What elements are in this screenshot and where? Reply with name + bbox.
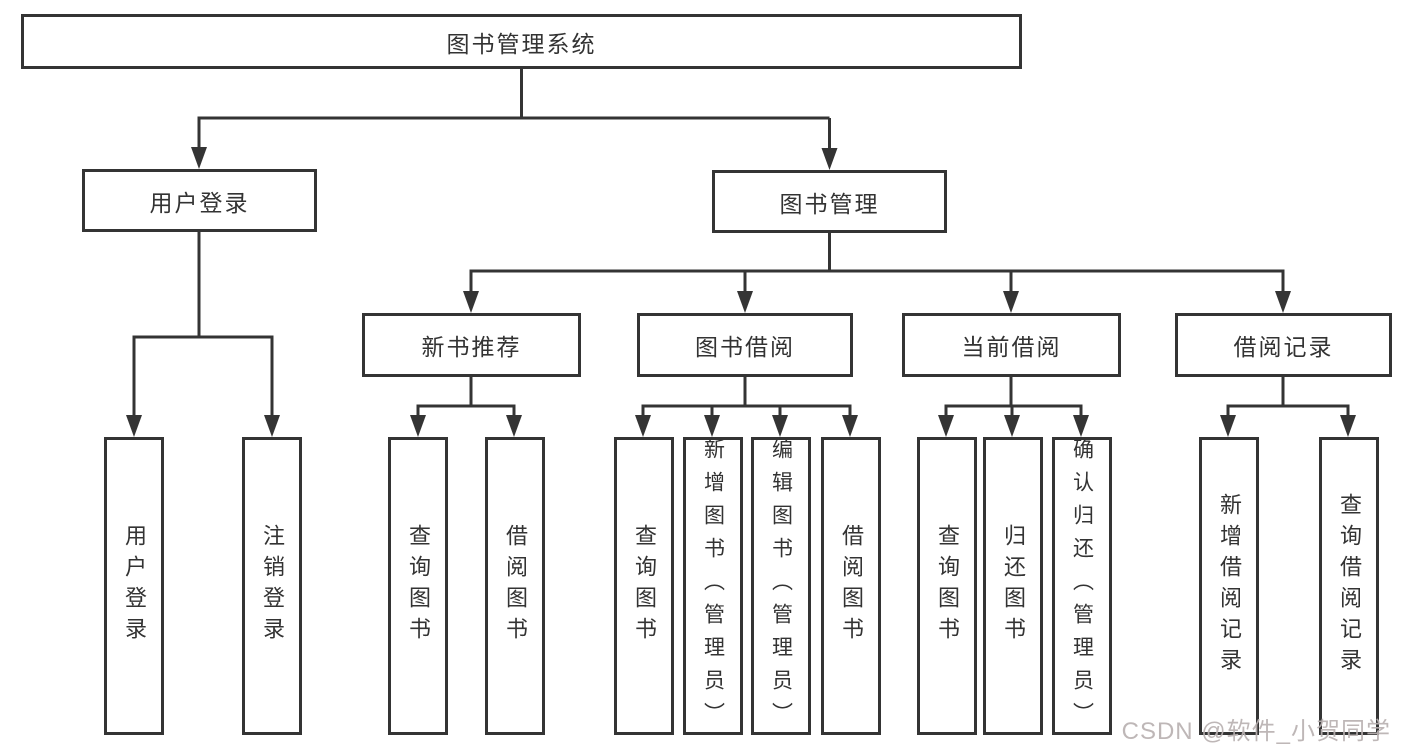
leaf-return-books: 归还图书 xyxy=(983,437,1043,735)
leaf-borrow-books: 借阅图书 xyxy=(821,437,881,735)
leaf-user-login-label: 用户登录 xyxy=(122,524,147,648)
leaf-edit-books-admin: 编辑图书（管理员） xyxy=(751,437,811,735)
leaf-add-borrow-record: 新增借阅记录 xyxy=(1199,437,1259,735)
node-book-management-label: 图书管理 xyxy=(779,190,880,217)
node-book-borrowing-label: 图书借阅 xyxy=(695,334,795,360)
leaf-query-books-borrowing-label: 查询图书 xyxy=(632,524,657,648)
node-root-label: 图书管理系统 xyxy=(446,30,597,57)
leaf-logout: 注销登录 xyxy=(242,437,302,735)
leaf-query-borrow-record: 查询借阅记录 xyxy=(1319,437,1379,735)
node-root: 图书管理系统 xyxy=(21,14,1022,69)
leaf-query-books-recommend: 查询图书 xyxy=(388,437,448,735)
leaf-add-borrow-record-label: 新增借阅记录 xyxy=(1217,493,1242,679)
edge-newbook-to-leaves xyxy=(416,377,516,417)
edge-userlogin-to-leaves xyxy=(132,232,274,416)
leaf-return-books-label: 归还图书 xyxy=(1001,524,1026,648)
edge-root-to-level2 xyxy=(197,69,831,149)
csdn-watermark: CSDN @软件_小贺同学 xyxy=(1121,718,1391,745)
node-new-book-recommend-label: 新书推荐 xyxy=(421,334,522,360)
node-borrow-records-label: 借阅记录 xyxy=(1233,334,1334,360)
node-new-book-recommend: 新书推荐 xyxy=(362,313,581,377)
node-user-login-label: 用户登录 xyxy=(149,189,250,216)
edge-borrow-to-leaves xyxy=(641,377,852,417)
leaf-query-books-borrowing: 查询图书 xyxy=(614,437,674,735)
node-book-management: 图书管理 xyxy=(712,170,947,233)
edge-current-to-leaves xyxy=(944,377,1083,417)
node-current-borrowing-label: 当前借阅 xyxy=(961,334,1062,360)
leaf-query-books-current-label: 查询图书 xyxy=(935,524,960,648)
leaf-borrow-books-recommend-label: 借阅图书 xyxy=(503,524,528,648)
leaf-confirm-return-admin: 确认归还（管理员） xyxy=(1052,437,1112,735)
leaf-add-books-admin-label: 新增图书（管理员） xyxy=(701,437,725,735)
edge-bookmgmt-to-level3 xyxy=(469,233,1285,292)
leaf-user-login: 用户登录 xyxy=(104,437,164,735)
leaf-confirm-return-admin-label: 确认归还（管理员） xyxy=(1070,437,1094,735)
arrowheads xyxy=(126,147,1356,437)
node-user-login: 用户登录 xyxy=(82,169,317,232)
node-book-borrowing: 图书借阅 xyxy=(637,313,853,377)
leaf-add-books-admin: 新增图书（管理员） xyxy=(683,437,743,735)
node-borrow-records: 借阅记录 xyxy=(1175,313,1392,377)
leaf-query-books-current: 查询图书 xyxy=(917,437,977,735)
node-current-borrowing: 当前借阅 xyxy=(902,313,1121,377)
leaf-logout-label: 注销登录 xyxy=(260,524,285,648)
leaf-query-borrow-record-label: 查询借阅记录 xyxy=(1337,493,1362,679)
leaf-query-books-recommend-label: 查询图书 xyxy=(406,524,431,648)
leaf-borrow-books-label: 借阅图书 xyxy=(839,524,864,648)
leaf-edit-books-admin-label: 编辑图书（管理员） xyxy=(769,437,793,735)
edge-records-to-leaves xyxy=(1226,377,1350,417)
leaf-borrow-books-recommend: 借阅图书 xyxy=(485,437,545,735)
